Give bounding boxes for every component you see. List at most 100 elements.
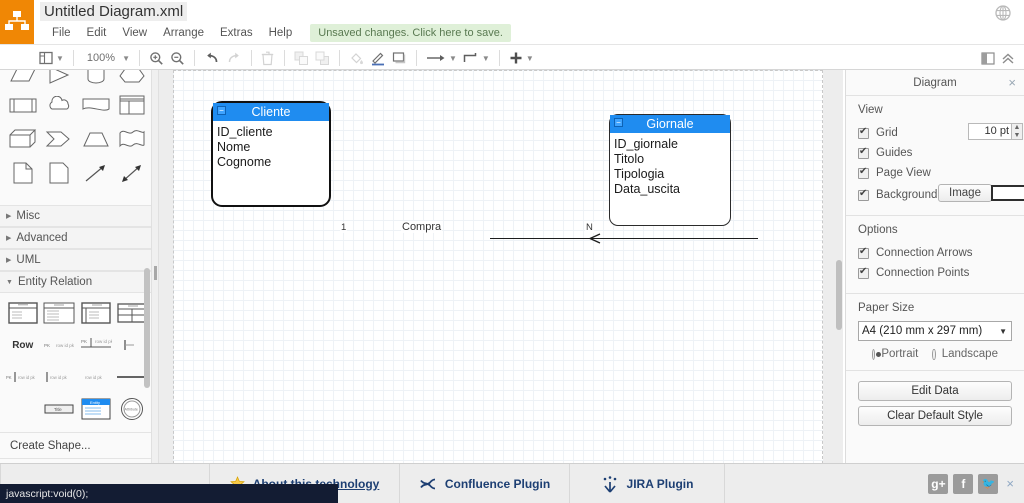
sidebar-section-advanced[interactable]: ▶ Advanced: [0, 227, 151, 249]
connection-arrow-icon[interactable]: ▼: [423, 46, 460, 70]
er-attribute-circle[interactable]: Attribute: [116, 394, 150, 424]
menu-file[interactable]: File: [52, 27, 71, 39]
shape-wave[interactable]: [116, 124, 150, 154]
portrait-radio[interactable]: [872, 348, 882, 360]
er-attr-plain[interactable]: row id pk: [79, 362, 112, 392]
shape-note-page[interactable]: [6, 158, 40, 188]
er-row-label[interactable]: Row: [6, 330, 40, 360]
collapse-toolbar-icon[interactable]: [998, 46, 1018, 70]
guides-checkbox[interactable]: [858, 146, 869, 159]
relationship-edge[interactable]: [490, 238, 758, 239]
bring-to-front-icon[interactable]: [291, 46, 312, 70]
background-checkbox[interactable]: [858, 188, 869, 201]
diagram-canvas[interactable]: 1 Compra N − Cliente ID_cliente Nome Cog…: [159, 70, 843, 484]
menu-arrange[interactable]: Arrange: [163, 27, 204, 39]
shape-cloud[interactable]: [43, 90, 77, 120]
entity-giornale[interactable]: − Giornale ID_giornale Titolo Tipologia …: [609, 114, 731, 226]
paper-size-select[interactable]: A4 (210 mm x 297 mm) ▼: [858, 321, 1012, 341]
background-image-button[interactable]: Image: [938, 184, 992, 202]
globe-icon[interactable]: [994, 4, 1016, 26]
shape-line-arrow-double[interactable]: [116, 158, 150, 188]
shape-triangle-right[interactable]: [43, 70, 77, 90]
shape-trapezoid[interactable]: [79, 124, 113, 154]
er-row-left[interactable]: row id pk: [43, 362, 76, 392]
google-plus-icon[interactable]: g+: [928, 473, 949, 494]
collapse-minus-icon[interactable]: −: [217, 106, 226, 115]
entity-header[interactable]: − Giornale: [610, 115, 730, 133]
sidebar-section-entity-relation[interactable]: ▼ Entity Relation: [0, 271, 151, 293]
send-to-back-icon[interactable]: [312, 46, 333, 70]
er-table-blue[interactable]: Entity: [79, 394, 113, 424]
menu-view[interactable]: View: [122, 27, 148, 39]
twitter-icon[interactable]: 🐦: [978, 473, 999, 494]
shape-cylinder-top[interactable]: [79, 70, 113, 90]
entity-attribute[interactable]: Cognome: [217, 155, 272, 169]
shape-chevron-arrow[interactable]: [43, 124, 77, 154]
close-icon[interactable]: ×: [1006, 476, 1014, 491]
entity-cliente[interactable]: − Cliente ID_cliente Nome Cognome: [211, 101, 331, 207]
entity-header[interactable]: − Cliente: [213, 103, 329, 121]
menu-extras[interactable]: Extras: [220, 27, 253, 39]
grid-checkbox[interactable]: [858, 126, 869, 139]
document-title[interactable]: Untitled Diagram.xml: [40, 2, 188, 21]
view-layout-icon[interactable]: ▼: [36, 46, 67, 70]
trash-icon[interactable]: [258, 46, 278, 70]
undo-icon[interactable]: [201, 46, 223, 70]
zoom-level-button[interactable]: 100% ▼: [80, 46, 133, 70]
create-shape-link[interactable]: Create Shape...: [0, 432, 151, 458]
sidebar-section-misc[interactable]: ▶ Misc: [0, 205, 151, 227]
edge-label[interactable]: Compra: [401, 221, 443, 233]
zoom-caret-icon[interactable]: ▼: [122, 53, 130, 63]
unsaved-changes-notice[interactable]: Unsaved changes. Click here to save.: [310, 24, 511, 42]
er-title-box[interactable]: Title: [43, 394, 77, 424]
connection-arrows-checkbox[interactable]: [858, 246, 869, 259]
connection-caret-icon[interactable]: ▼: [448, 53, 457, 63]
page-view-checkbox[interactable]: [858, 166, 869, 179]
clear-default-style-button[interactable]: Clear Default Style: [858, 406, 1012, 426]
insert-plus-icon[interactable]: ▼: [506, 46, 537, 70]
facebook-icon[interactable]: f: [953, 473, 974, 494]
er-attribute-stub[interactable]: [116, 330, 150, 360]
sidebar-scrollbar[interactable]: [144, 268, 150, 388]
grid-size-input[interactable]: 10 pt: [968, 123, 1012, 140]
format-panel-icon[interactable]: [978, 46, 998, 70]
menu-edit[interactable]: Edit: [86, 27, 107, 39]
entity-attribute[interactable]: Tipologia: [614, 167, 665, 181]
er-entity-3[interactable]: [79, 298, 113, 328]
sidebar-splitter[interactable]: [152, 70, 159, 484]
entity-attribute[interactable]: Nome: [217, 140, 251, 154]
collapse-minus-icon[interactable]: −: [614, 118, 623, 127]
canvas-vertical-scrollbar[interactable]: [836, 260, 842, 330]
shape-folded-corner[interactable]: [43, 158, 77, 188]
shape-parallelogram[interactable]: [6, 70, 40, 90]
entity-attribute[interactable]: Data_uscita: [614, 182, 681, 196]
shape-cube-3d[interactable]: [6, 124, 40, 154]
menu-help[interactable]: Help: [268, 27, 293, 39]
er-divider-line[interactable]: [116, 362, 149, 392]
zoom-in-icon[interactable]: [146, 46, 167, 70]
jira-plugin-link[interactable]: JIRA Plugin: [570, 464, 725, 503]
zoom-out-icon[interactable]: [167, 46, 188, 70]
shape-line-arrow-single[interactable]: [79, 158, 113, 188]
redo-icon[interactable]: [223, 46, 245, 70]
shape-table-grid[interactable]: [116, 90, 150, 120]
fill-color-icon[interactable]: [346, 46, 367, 70]
entity-attribute[interactable]: Titolo: [614, 152, 645, 166]
insert-caret-icon[interactable]: ▼: [525, 53, 534, 63]
er-entity-2[interactable]: [43, 298, 77, 328]
shape-document-wave[interactable]: [79, 90, 113, 120]
view-layout-caret-icon[interactable]: ▼: [56, 53, 64, 63]
sidebar-section-uml[interactable]: ▶ UML: [0, 249, 151, 271]
shadow-icon[interactable]: [389, 46, 410, 70]
grid-size-stepper[interactable]: ▲▼: [1012, 123, 1023, 140]
confluence-plugin-link[interactable]: Confluence Plugin: [400, 464, 570, 503]
waypoint-caret-icon[interactable]: ▼: [481, 53, 490, 63]
close-icon[interactable]: ×: [1008, 75, 1016, 90]
shape-hexagon[interactable]: [116, 70, 150, 90]
waypoint-icon[interactable]: ▼: [460, 46, 493, 70]
shape-process-box[interactable]: [6, 90, 40, 120]
line-color-icon[interactable]: [367, 46, 389, 70]
er-entity-1[interactable]: [6, 298, 40, 328]
